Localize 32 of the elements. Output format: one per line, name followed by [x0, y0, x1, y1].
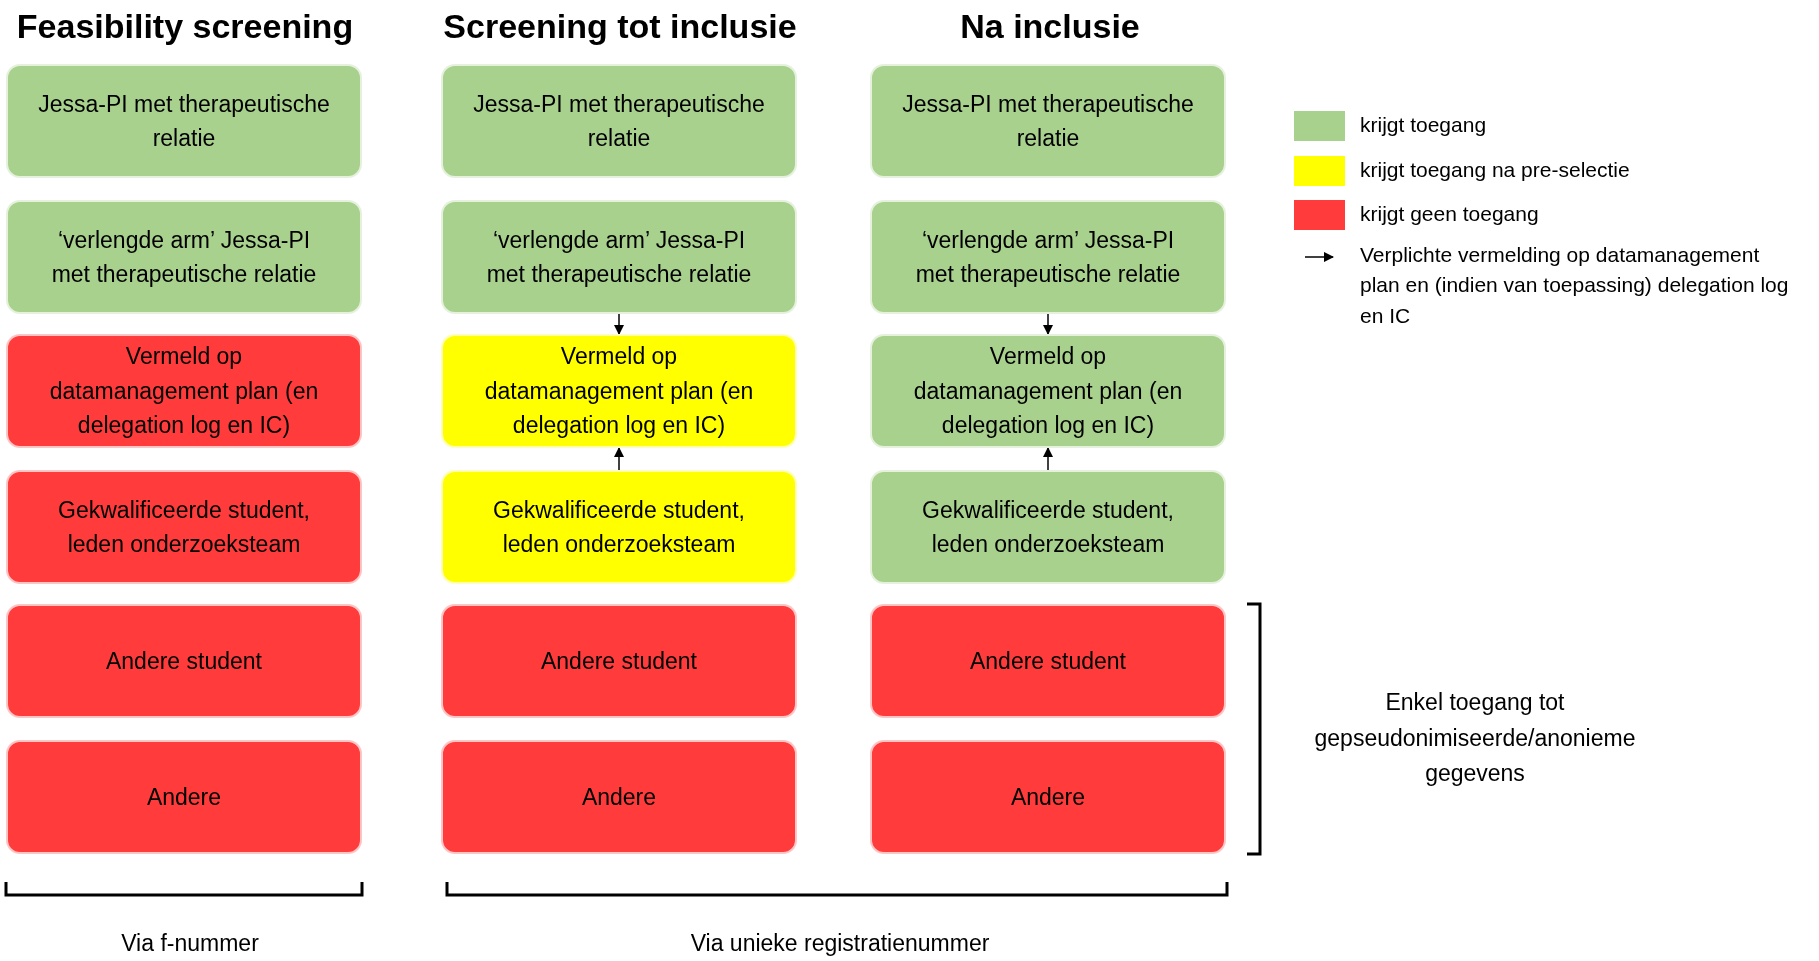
arrow: [1042, 313, 1054, 336]
legend-text: krijgt toegang na pre-selectie: [1360, 157, 1631, 183]
legend-text: krijgt geen toegang: [1360, 201, 1540, 227]
role-box: Vermeld op datamanagement plan (en delegation log en IC): [870, 334, 1226, 448]
role-box: Gekwalificeerde student, leden onderzoeksteam: [6, 470, 362, 584]
role-box: Andere: [441, 740, 797, 854]
role-box: ‘verlengde arm’ Jessa-PI met therapeutische relatie: [6, 200, 362, 314]
role-box: Andere: [6, 740, 362, 854]
role-box: Andere student: [6, 604, 362, 718]
role-box: Andere student: [441, 604, 797, 718]
arrow: [613, 446, 625, 471]
role-box: Andere student: [870, 604, 1226, 718]
role-box: Vermeld op datamanagement plan (en delegation log en IC): [6, 334, 362, 448]
role-box: Gekwalificeerde student, leden onderzoeksteam: [441, 470, 797, 584]
arrow: [1042, 446, 1054, 471]
role-box: Jessa-PI met therapeutische relatie: [6, 64, 362, 178]
role-box: Gekwalificeerde student, leden onderzoeksteam: [870, 470, 1226, 584]
role-box: ‘verlengde arm’ Jessa-PI met therapeutische relatie: [441, 200, 797, 314]
column-heading: Screening tot inclusie: [442, 6, 798, 47]
role-box: Jessa-PI met therapeutische relatie: [870, 64, 1226, 178]
role-box: Jessa-PI met therapeutische relatie: [441, 64, 797, 178]
role-box: ‘verlengde arm’ Jessa-PI met therapeutische relatie: [870, 200, 1226, 314]
role-box: Vermeld op datamanagement plan (en delegation log en IC): [441, 334, 797, 448]
bracket-note: Via unieke registratienummer: [689, 929, 991, 958]
role-box: Andere: [870, 740, 1226, 854]
column-heading: Na inclusie: [959, 6, 1141, 47]
arrow: [613, 313, 625, 336]
legend-text: krijgt toegang: [1360, 112, 1488, 138]
bracket-note: Via f-nummer: [120, 929, 260, 958]
column-heading: Feasibility screening: [15, 6, 355, 47]
bracket-note: Enkel toegang tot gepseudonimiseerde/anonieme gegevens: [1313, 688, 1637, 789]
legend-text: Verplichte vermelding op datamanagement plan en (indien van toepassing) delegation log en IC: [1360, 242, 1790, 329]
